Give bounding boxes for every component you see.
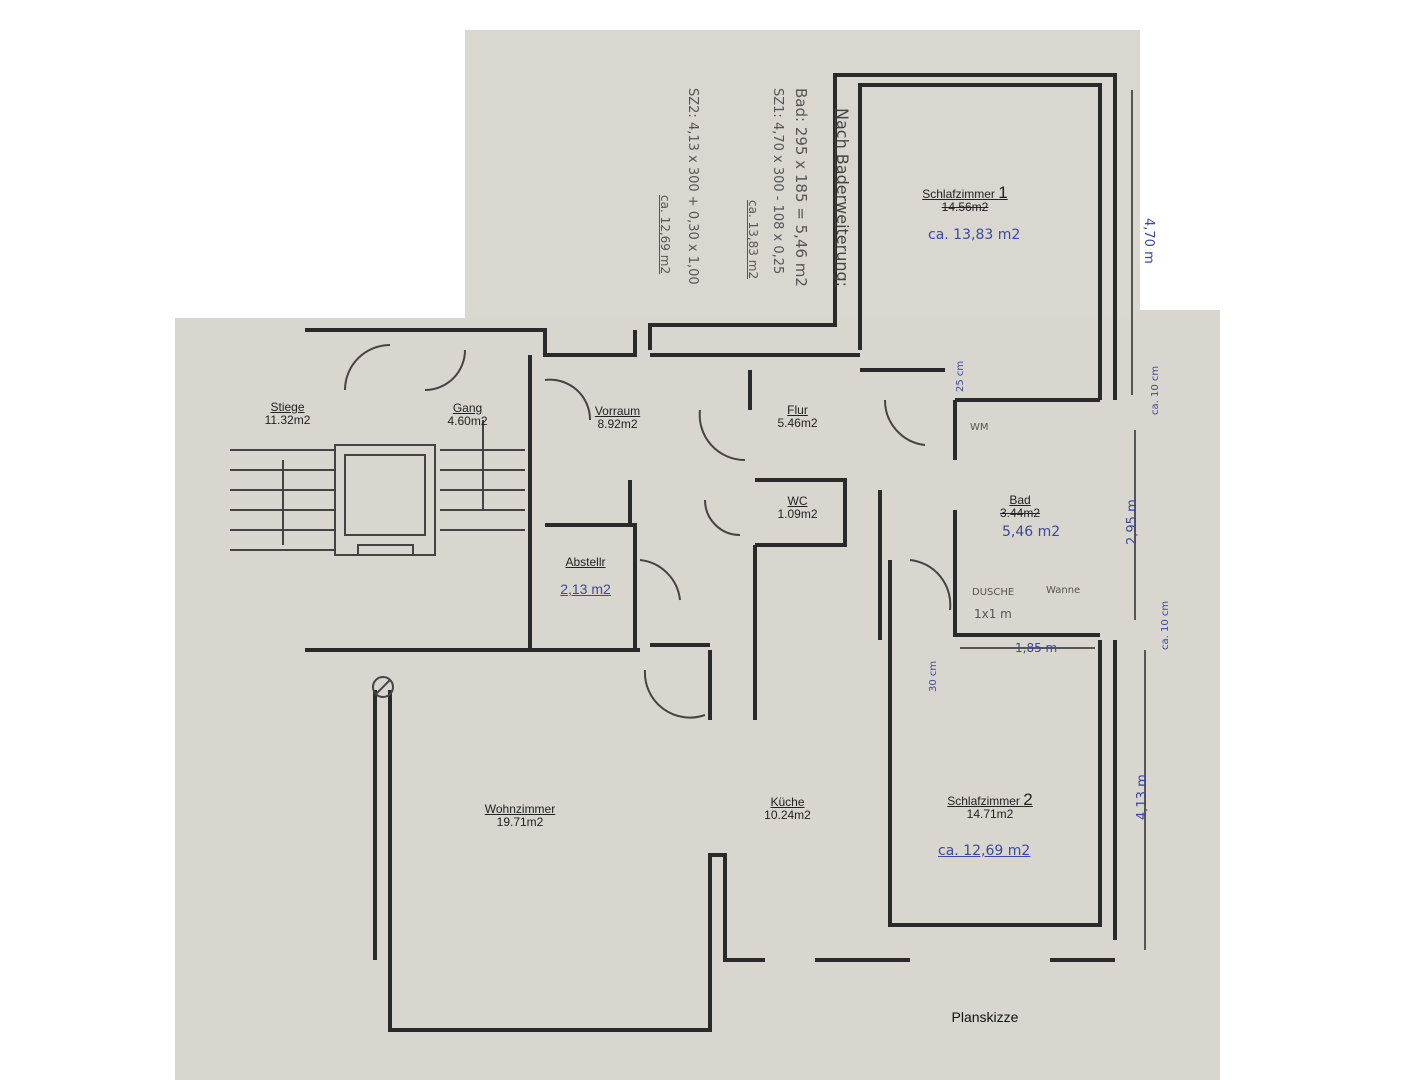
bad-dusche-size: 1x1 m (974, 607, 1012, 621)
room-area: 1.09m2 (777, 507, 818, 521)
room-name-text: Schlafzimmer (947, 794, 1020, 808)
room-area: 11.32m2 (264, 413, 311, 427)
room-name: Abstellr (565, 555, 606, 569)
room-name: Gang (452, 401, 483, 415)
room-area: 4.60m2 (447, 414, 488, 428)
notes-sz2-result: ca. 12,69 m2 (658, 195, 672, 275)
room-area: 19.71m2 (496, 815, 544, 829)
notes-bad: Bad: 295 x 185 = 5,46 m2 (792, 88, 810, 287)
bad-area-new: 5,46 m2 (1002, 524, 1061, 540)
dimension-sz2-length: 4,13 m (1135, 774, 1150, 820)
notes-title: Nach Baderweiterung: (833, 108, 852, 288)
room-area-old: 14.71m2 (966, 807, 1014, 821)
room-name-text: Schlafzimmer (922, 187, 995, 201)
room-area-new: ca. 12,69 m2 (938, 843, 1031, 859)
bad-wm-label: WM (970, 422, 989, 433)
room-name: Vorraum (594, 404, 641, 418)
room-name: Flur (787, 403, 808, 417)
room-area: 2,13 m2 (560, 581, 611, 597)
dimension-25cm: 25 cm (955, 360, 966, 392)
room-number: 1 (998, 183, 1008, 202)
room-area: 8.92m2 (597, 417, 638, 431)
bad-wanne-label: Wanne (1046, 585, 1081, 596)
room-abstellr: Abstellr 2,13 m2 (548, 555, 623, 597)
room-area-new: ca. 13,83 m2 (928, 227, 1021, 243)
room-name: Küche (770, 795, 805, 809)
notes-sz2: SZ2: 4,13 x 300 + 0,30 x 1,00 (685, 88, 700, 285)
room-name: Schlafzimmer 2 (925, 790, 1055, 809)
bad-dusche-label: DUSCHE (972, 587, 1015, 598)
dimension-sz1-length: 4,70 m (1141, 218, 1156, 264)
caption: Planskizze (951, 1009, 1019, 1025)
room-number: 2 (1023, 790, 1033, 809)
room-name: Wohnzimmer (484, 802, 556, 816)
bad-width-dimension: 1,85 m (1015, 641, 1058, 655)
dimension-bad-length: 2,95 m (1125, 499, 1140, 545)
room-area: 10.24m2 (764, 808, 811, 822)
room-area-old: 14.56m2 (941, 200, 989, 214)
notes-sz1: SZ1: 4,70 x 300 - 108 x 0,25 (770, 88, 785, 275)
room-area: 5.46m2 (777, 416, 818, 430)
dimension-wall-1: ca. 10 cm (1150, 365, 1161, 415)
dimension-30cm: 30 cm (928, 660, 939, 692)
room-name: Stiege (270, 400, 305, 414)
notes-sz1-result: ca. 13,83 m2 (746, 200, 760, 280)
room-name: Schlafzimmer 1 (905, 183, 1025, 202)
dimension-wall-2: ca. 10 cm (1160, 600, 1171, 650)
room-area-old: 3.44m2 (999, 506, 1041, 520)
room-name: Bad (1009, 493, 1031, 507)
room-name: WC (787, 494, 808, 508)
